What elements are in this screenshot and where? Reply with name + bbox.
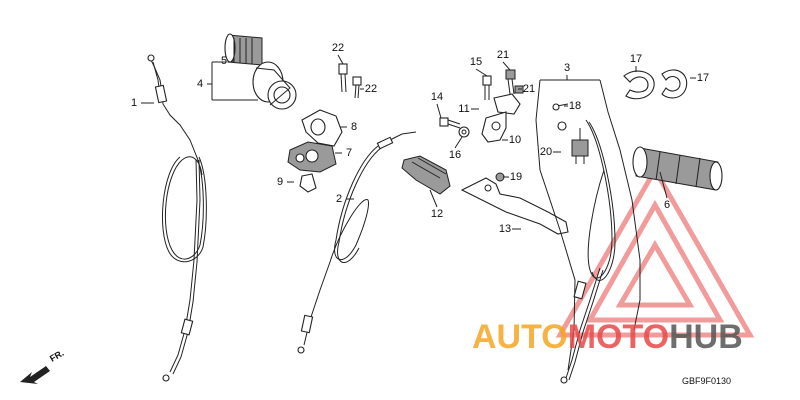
- part-13-clutch-lever: [460, 177, 569, 235]
- callout-17: 17: [697, 72, 709, 84]
- watermark-logo: [555, 164, 755, 338]
- part-21-screws: [505, 69, 524, 95]
- part-19-nut: [495, 172, 505, 182]
- callout-4: 4: [197, 78, 203, 90]
- callout-22: 22: [365, 83, 377, 95]
- diagram-text: GBF9F0130 FR. AUTOMOTOHUB: [48, 318, 743, 386]
- callout-21: 21: [497, 49, 509, 61]
- callout-19: 19: [510, 171, 522, 183]
- leader-14: [436, 103, 442, 119]
- leader-21a: [502, 61, 511, 71]
- callout-3: 3: [564, 62, 570, 74]
- callout-14: 14: [431, 91, 443, 103]
- callout-10: 10: [509, 134, 521, 146]
- watermark-triangle-outer: [555, 164, 755, 338]
- callout-2: 2: [336, 193, 342, 205]
- callout-18: 18: [569, 100, 581, 112]
- direction-label: FR.: [48, 348, 66, 364]
- part-18-screw: [552, 103, 569, 111]
- callout-13: 13: [499, 223, 511, 235]
- callout-17: 17: [630, 53, 642, 65]
- part-17-clamp-right: [661, 69, 688, 99]
- leader-15: [475, 68, 488, 77]
- part-20-switch: [557, 121, 589, 164]
- leader-12: [429, 189, 438, 208]
- callout-7: 7: [346, 147, 352, 159]
- diagram-code: GBF9F0130: [682, 376, 731, 386]
- callout-16: 16: [449, 149, 461, 161]
- part-1-throttle-cable: [147, 54, 207, 382]
- callout-21: 21: [523, 83, 535, 95]
- callout-9: 9: [277, 176, 283, 188]
- part-17-clamp-left: [623, 70, 655, 100]
- callout-1: 1: [131, 97, 137, 109]
- front-direction-arrow: [20, 366, 50, 384]
- part-22-screws: [338, 63, 362, 99]
- part-3-throttle-cable: [535, 79, 641, 384]
- part-8-housing-upper: [301, 109, 343, 147]
- callout-6: 6: [664, 199, 670, 211]
- part-9-clip: [299, 173, 317, 193]
- callout-labels: 1234567891011121314151617171819202121222…: [131, 42, 709, 235]
- callout-12: 12: [431, 208, 443, 220]
- watermark-triangle-inner: [615, 240, 695, 308]
- bracket-4: [211, 61, 258, 101]
- part-5-throttle-grip: [224, 33, 297, 110]
- part-6-grip: [632, 146, 723, 191]
- callout-5: 5: [221, 55, 227, 67]
- part-15-bolt: [482, 75, 492, 100]
- watermark-part2: MOTO: [568, 318, 669, 356]
- part-12-lever-boot: [401, 155, 451, 195]
- watermark-triangle-middle: [585, 199, 725, 323]
- watermark-part3: HUB: [669, 318, 743, 356]
- callout-15: 15: [470, 56, 482, 68]
- watermark-part1: AUTO: [472, 318, 568, 356]
- part-16-washer: [458, 126, 470, 138]
- callout-20: 20: [540, 146, 552, 158]
- part-2-clutch-cable: [297, 131, 417, 354]
- leader-22a: [337, 54, 344, 65]
- part-7-housing-lower: [287, 141, 337, 173]
- part-10-lever-holder: [481, 111, 507, 143]
- leader-16: [454, 136, 463, 149]
- part-14-bolt: [439, 117, 461, 129]
- leader-6: [659, 171, 668, 199]
- callout-11: 11: [458, 103, 469, 115]
- arrow-icon: [20, 366, 50, 384]
- part-11-holder-upper: [493, 93, 521, 115]
- callout-8: 8: [351, 121, 357, 133]
- callout-22: 22: [332, 42, 344, 54]
- watermark-text: AUTOMOTOHUB: [472, 318, 743, 356]
